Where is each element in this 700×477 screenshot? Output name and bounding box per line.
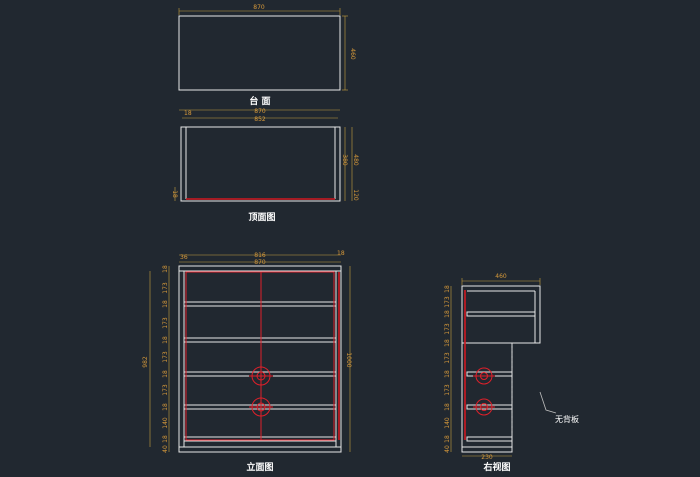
- shelf: [183, 436, 337, 442]
- row-dim-label: 18: [162, 435, 169, 443]
- top-view-thk-label: 18: [184, 110, 192, 117]
- row-dim-label: 18: [162, 403, 169, 411]
- right-view-row-labels: 18 173 18 173 18 173 18 173 18 140 18 40: [444, 285, 451, 453]
- right-view-hardware: [473, 367, 495, 416]
- top-surface-width-label: 870: [253, 4, 265, 11]
- top-view-h1-label: 18: [171, 190, 178, 198]
- front-view: 36 816 18 870: [142, 250, 352, 473]
- top-surface-title: 台 面: [249, 95, 270, 107]
- row-dim-label: 18: [162, 265, 169, 273]
- row-dim-label: 173: [444, 352, 451, 364]
- right-view-depth-label: 460: [495, 273, 507, 280]
- row-dim-label: 173: [444, 296, 451, 308]
- front-view-hardware: [249, 366, 273, 417]
- top-surface-outline: [178, 15, 341, 91]
- right-view-title: 右视图: [482, 461, 510, 473]
- no-back-panel-note: 无背板: [555, 414, 579, 424]
- row-dim-label: 18: [444, 435, 451, 443]
- row-dim-label: 18: [444, 370, 451, 378]
- row-dim-label: 173: [162, 384, 169, 396]
- top-view-title: 顶面图: [248, 212, 275, 223]
- row-dim-label: 18: [444, 285, 451, 293]
- row-dim-label: 18: [444, 339, 451, 347]
- row-dim-label: 173: [162, 282, 169, 294]
- front-view-width-label: 870: [254, 259, 266, 266]
- top-view-h2-label: 120: [352, 189, 359, 201]
- row-dim-label: 173: [444, 323, 451, 335]
- front-view-inner-label: 816: [254, 252, 266, 259]
- front-view-left-label: 36: [180, 254, 188, 261]
- row-dim-label: 18: [444, 403, 451, 411]
- shelf: [183, 301, 337, 307]
- front-view-shelves: [183, 301, 337, 442]
- right-view-shelf: [466, 311, 536, 317]
- right-view-upper-outline: [461, 285, 541, 344]
- front-view-outline: [178, 265, 342, 453]
- right-view-shelf: [466, 436, 513, 442]
- row-dim-label: 140: [444, 417, 451, 429]
- front-view-height-label: 1000: [345, 352, 352, 367]
- row-dim-label: 18: [444, 310, 451, 318]
- top-view: 18 870 852 380 480 120 18 顶面图: [171, 108, 359, 223]
- front-view-title: 立面图: [246, 461, 273, 473]
- top-surface-view: 870 460 台 面: [178, 4, 356, 107]
- right-view-lower-outline: [461, 342, 513, 453]
- row-dim-label: 40: [444, 445, 451, 453]
- row-dim-label: 40: [162, 445, 169, 453]
- right-view-bottom-label: 230: [481, 454, 493, 461]
- row-dim-label: 173: [162, 351, 169, 363]
- row-dim-label: 18: [162, 370, 169, 378]
- top-view-inner-depth-label: 380: [341, 154, 348, 166]
- top-view-inner-label: 852: [254, 116, 266, 123]
- shelf: [183, 404, 337, 410]
- front-view-row-labels: 18 173 18 173 18 173 18 173 18 140 18 40: [162, 265, 169, 453]
- top-surface-depth-label: 460: [349, 48, 356, 60]
- top-view-outline: [180, 126, 341, 202]
- front-view-thk-label: 18: [337, 250, 345, 257]
- shelf: [183, 337, 337, 343]
- no-back-panel-leader: [539, 391, 557, 414]
- front-view-total-label: 982: [142, 356, 149, 368]
- right-view: 460 18 173 18 173 18: [444, 273, 579, 473]
- row-dim-label: 18: [162, 300, 169, 308]
- row-dim-label: 173: [162, 317, 169, 329]
- front-view-back-panel-red: [185, 271, 335, 441]
- right-view-shelf: [466, 371, 513, 377]
- row-dim-label: 140: [162, 417, 169, 429]
- row-dim-label: 18: [162, 336, 169, 344]
- top-view-width-label: 870: [254, 108, 266, 115]
- right-view-shelf: [466, 404, 513, 410]
- top-view-depth-label: 480: [352, 154, 359, 166]
- row-dim-label: 173: [444, 384, 451, 396]
